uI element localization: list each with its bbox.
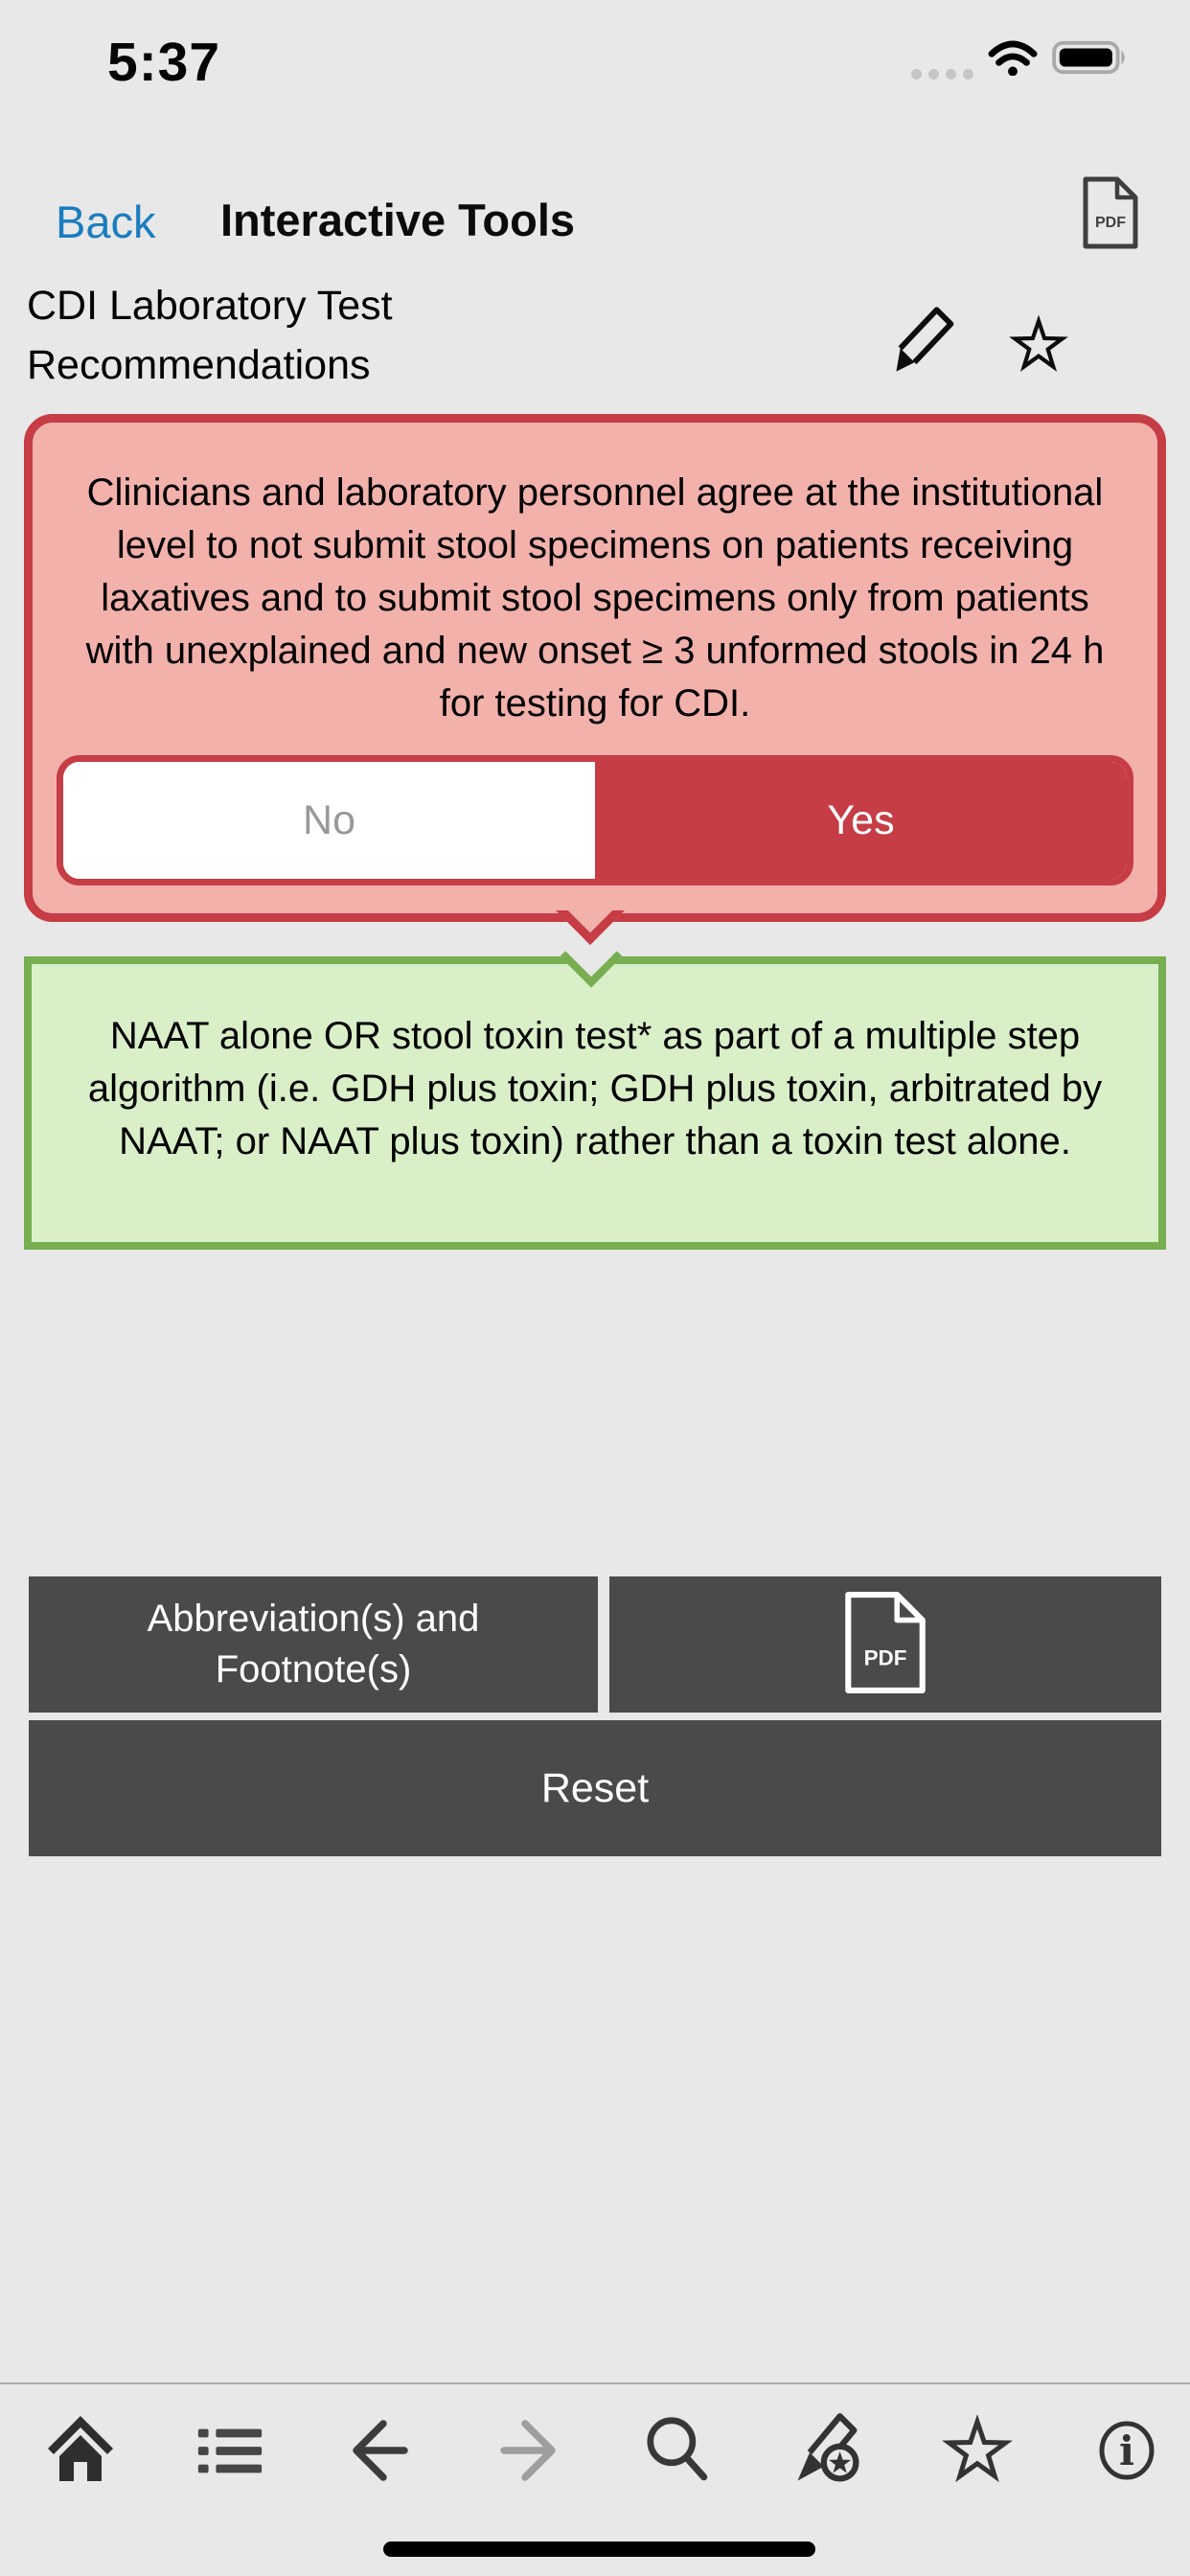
bottom-toolbar: i (0, 2382, 1190, 2576)
answer-card: NAAT alone OR stool toxin test* as part … (24, 956, 1166, 1250)
annotate-pen-star-icon[interactable] (786, 2411, 870, 2490)
nav-title: Interactive Tools (220, 195, 576, 245)
back-arrow-icon[interactable] (337, 2411, 422, 2490)
home-icon[interactable] (38, 2411, 123, 2490)
favorites-star-icon[interactable] (935, 2411, 1019, 2490)
yes-option-button[interactable]: Yes (595, 762, 1127, 879)
page-title: CDI Laboratory Test Recommendations (27, 283, 393, 388)
pdf-icon-label: PDF (864, 1645, 907, 1669)
wifi-icon (988, 39, 1038, 80)
pdf-download-button[interactable]: PDF (609, 1576, 1161, 1713)
pdf-icon-label: PDF (1095, 215, 1126, 231)
forward-arrow-icon (487, 2411, 571, 2490)
info-icon[interactable]: i (1085, 2411, 1169, 2490)
pdf-export-button[interactable]: PDF (1081, 176, 1140, 254)
reset-button[interactable]: Reset (29, 1720, 1161, 1856)
back-button[interactable]: Back (56, 196, 156, 247)
status-icons (911, 40, 1133, 80)
yes-no-segmented-control: No Yes (57, 755, 1133, 886)
no-option-button[interactable]: No (63, 762, 595, 879)
svg-text:i: i (1119, 2427, 1134, 2474)
question-text: Clinicians and laboratory personnel agre… (85, 472, 1105, 724)
abbreviations-footnotes-button[interactable]: Abbreviation(s) and Footnote(s) (29, 1576, 598, 1713)
answer-text: NAAT alone OR stool toxin test* as part … (87, 1015, 1103, 1162)
battery-icon (1052, 39, 1133, 80)
table-of-contents-icon[interactable] (188, 2411, 272, 2490)
home-indicator[interactable] (383, 2542, 815, 2557)
pdf-document-icon: PDF (842, 1591, 928, 1699)
question-card: Clinicians and laboratory personnel agre… (24, 414, 1166, 922)
search-icon[interactable] (636, 2411, 721, 2490)
pencil-edit-icon[interactable] (893, 305, 956, 382)
star-outline-icon[interactable] (1002, 309, 1075, 384)
cellular-signal-icon (911, 69, 973, 80)
status-time: 5:37 (107, 32, 221, 93)
